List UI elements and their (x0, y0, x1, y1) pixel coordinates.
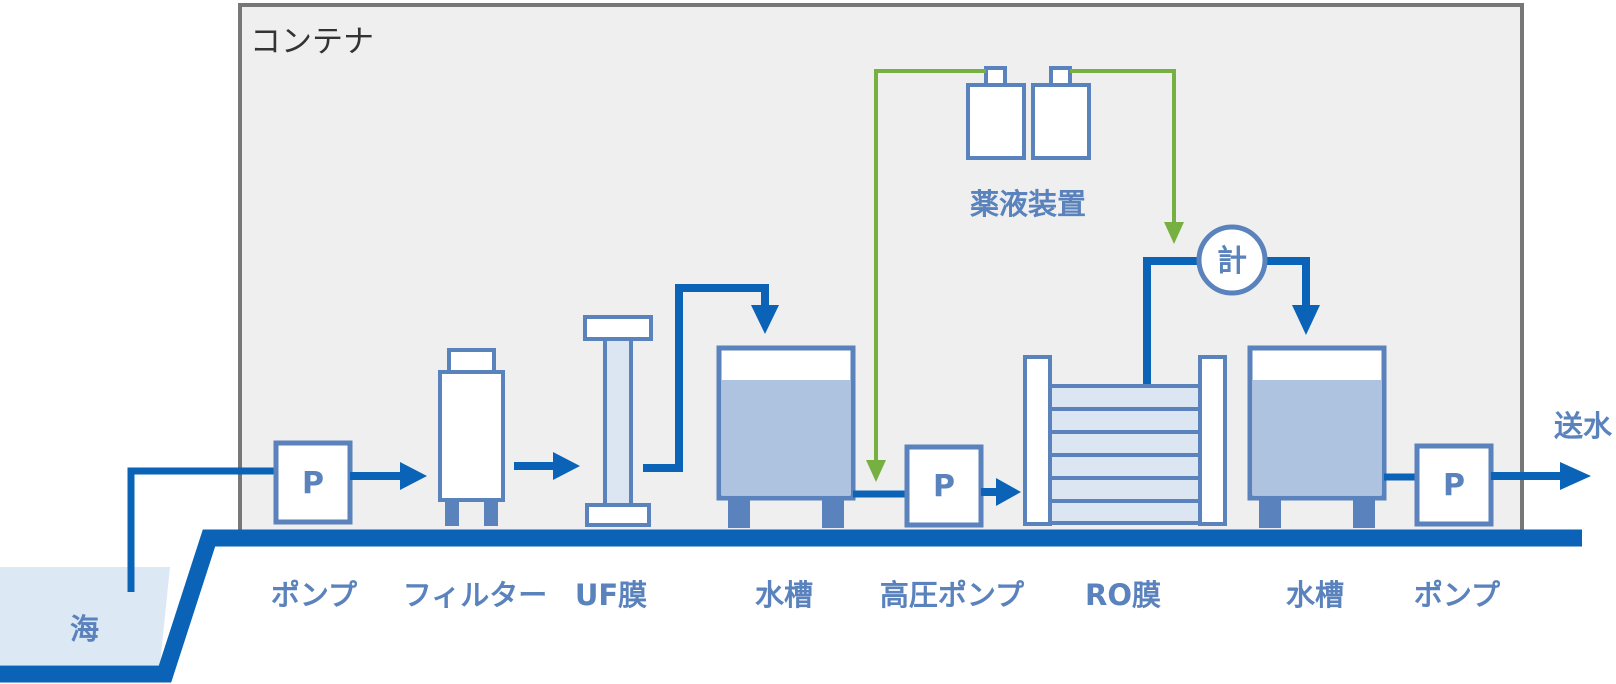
pump-1: P (273, 440, 353, 525)
arrow-to-filter (400, 462, 427, 490)
ro-left-plate (1023, 355, 1052, 526)
arrow-to-uf (553, 452, 580, 480)
chemical-unit: 薬液装置 (966, 66, 1091, 221)
ro-right-plate (1198, 355, 1227, 526)
arrow-to-tank2 (1292, 305, 1320, 335)
tank-1-water (722, 380, 850, 495)
hp-pump-symbol: P (933, 469, 955, 504)
filter-leg-left (445, 500, 459, 526)
chemical-unit-label: 薬液装置 (970, 187, 1086, 221)
tank-2-leg-left (1259, 498, 1281, 528)
sea-label: 海 (70, 612, 99, 646)
ro-layer-5 (1048, 476, 1202, 503)
pump-1-symbol: P (302, 466, 324, 501)
intake-pipe (127, 467, 276, 592)
filter-leg-right (484, 500, 498, 526)
tank-1-leg-left (728, 498, 750, 528)
output-arrow (1560, 462, 1591, 490)
chemical-tank-1 (966, 83, 1026, 160)
ro-layer-2 (1048, 407, 1202, 434)
chemical-tank-2-cap (1049, 66, 1072, 87)
sea: 海 (0, 567, 170, 665)
pipe-hppump-ro (981, 478, 1021, 506)
component-labels: ポンプ フィルター UF膜 水槽 高圧ポンプ RO膜 水槽 ポンプ (271, 578, 1501, 612)
tank-2 (1247, 345, 1387, 528)
hp-pump-box (904, 444, 984, 528)
ro-layer-1 (1048, 384, 1202, 411)
chemical-tank-1-cap (984, 66, 1007, 87)
uf-top-cap (583, 315, 653, 341)
ground-line (0, 529, 1582, 683)
flow-meter: 計 (1196, 224, 1268, 296)
output-pipe: 送水 (1491, 409, 1613, 490)
tank-1 (716, 345, 856, 528)
pump-1-box (273, 440, 353, 525)
tank-2-water (1253, 380, 1381, 495)
output-label: 送水 (1554, 409, 1613, 443)
pump-2: P (1414, 443, 1494, 527)
filter-body (438, 370, 505, 502)
uf-membrane (583, 315, 653, 527)
pump-1-label: ポンプ (271, 578, 358, 612)
arrow-to-tank1 (751, 305, 779, 334)
tank-2-label: 水槽 (1286, 578, 1344, 612)
chemical-arrow-left (866, 460, 886, 482)
filter (438, 348, 505, 526)
high-pressure-pump: P (904, 444, 984, 528)
uf-tube (603, 337, 633, 507)
filter-label: フィルター (403, 578, 547, 612)
pipe-ro-meter-tank2 (1143, 257, 1320, 384)
ro-membrane-label: RO膜 (1085, 578, 1161, 612)
ro-membrane (1023, 355, 1227, 526)
pipe-uf-tank1 (643, 284, 779, 472)
container-title: コンテナ (250, 24, 374, 60)
hp-pump-label: 高圧ポンプ (880, 578, 1025, 612)
filter-cap (447, 348, 496, 374)
ro-layer-6 (1048, 499, 1202, 525)
pipe-filter-uf (514, 452, 580, 480)
flow-meter-symbol: 計 (1217, 244, 1247, 279)
chemical-tank-2 (1031, 83, 1091, 160)
pipe-pump1-filter (350, 462, 427, 490)
pump-2-box (1414, 443, 1494, 527)
ro-layer-4 (1048, 453, 1202, 480)
ro-layer-3 (1048, 430, 1202, 457)
pump-2-label: ポンプ (1414, 578, 1501, 612)
pump-2-symbol: P (1443, 468, 1465, 503)
arrow-to-ro (996, 478, 1021, 506)
uf-membrane-label: UF膜 (575, 578, 647, 612)
tank-1-label: 水槽 (755, 578, 813, 612)
flow-meter-circle (1196, 224, 1268, 296)
chemical-lines (866, 69, 1184, 482)
uf-bottom-cap (585, 503, 651, 527)
tank-1-leg-right (822, 498, 844, 528)
tank-2-leg-right (1353, 498, 1375, 528)
chemical-arrow-right (1164, 222, 1184, 244)
